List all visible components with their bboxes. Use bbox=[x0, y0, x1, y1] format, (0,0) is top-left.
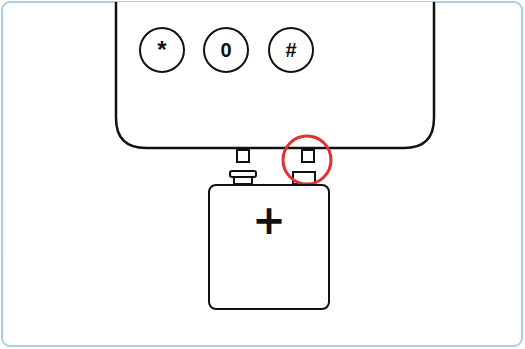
keypad-button: * bbox=[139, 27, 185, 73]
battery-terminal bbox=[234, 177, 252, 184]
device-terminal bbox=[237, 150, 249, 162]
frame bbox=[2, 2, 522, 346]
button-label: 0 bbox=[220, 40, 231, 60]
highlight-circle bbox=[283, 136, 331, 184]
polarity-sign: + bbox=[252, 200, 286, 240]
keypad-button: # bbox=[268, 27, 314, 73]
device-terminal bbox=[302, 150, 314, 162]
keypad-button: 0 bbox=[203, 27, 249, 73]
button-label: * bbox=[157, 38, 166, 62]
button-label: # bbox=[285, 40, 296, 60]
keypad-housing bbox=[116, 2, 434, 148]
battery-body: + bbox=[208, 184, 330, 310]
